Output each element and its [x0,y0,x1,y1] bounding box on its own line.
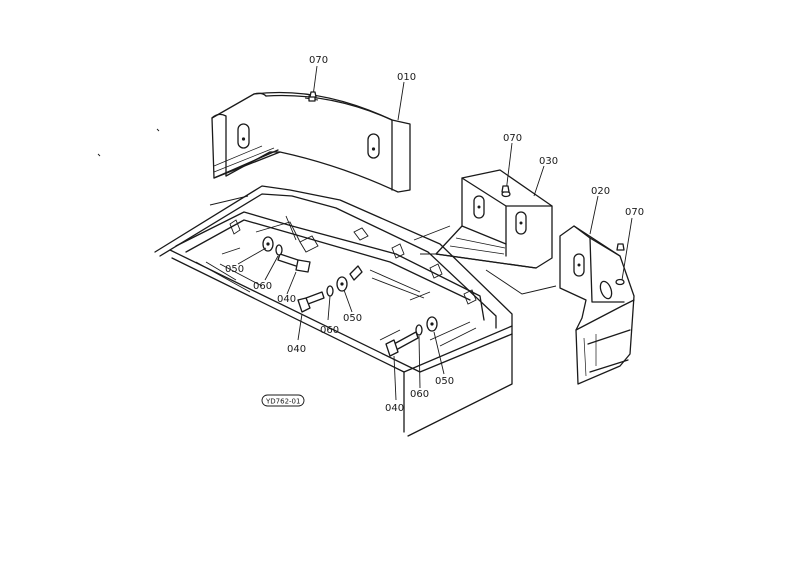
lockwasher-060-lower [415,324,423,336]
label-060-c: 060 [410,389,429,400]
washer-050-lower [426,316,438,332]
stray-mark [156,128,160,132]
label-070-c: 070 [625,207,644,218]
stud-middle [349,265,363,281]
fitting-070-b [501,185,510,193]
label-050-a: 050 [225,264,244,275]
label-030: 030 [539,156,558,167]
drawing-number-badge: YD762-01 [261,394,305,407]
bolt-040-lower [385,331,419,357]
label-010: 010 [397,72,416,83]
lockwasher-060-upper [275,244,283,256]
label-070-a: 070 [309,55,328,66]
leader-lines [237,65,633,401]
label-050-b: 050 [343,313,362,324]
label-040-b: 040 [287,344,306,355]
lockwasher-060-middle [326,285,334,297]
label-060-a: 060 [253,281,272,292]
label-020: 020 [591,186,610,197]
label-070-b: 070 [503,133,522,144]
bolt-040-middle [297,291,325,313]
washer-050-upper [262,236,274,252]
bolt-040-upper [277,253,311,273]
label-040-a: 040 [277,294,296,305]
label-040-c: 040 [385,403,404,414]
label-050-c: 050 [435,376,454,387]
weight-020 [559,225,635,385]
weight-010 [211,91,411,193]
drawing-number: YD762-01 [265,398,300,406]
weight-030 [413,169,557,295]
label-060-b: 060 [320,325,339,336]
fitting-070-c [616,243,625,251]
fitting-070-a [309,91,317,98]
stray-mark [97,153,101,157]
chassis-frame [154,185,513,437]
washer-050-middle [336,276,348,292]
